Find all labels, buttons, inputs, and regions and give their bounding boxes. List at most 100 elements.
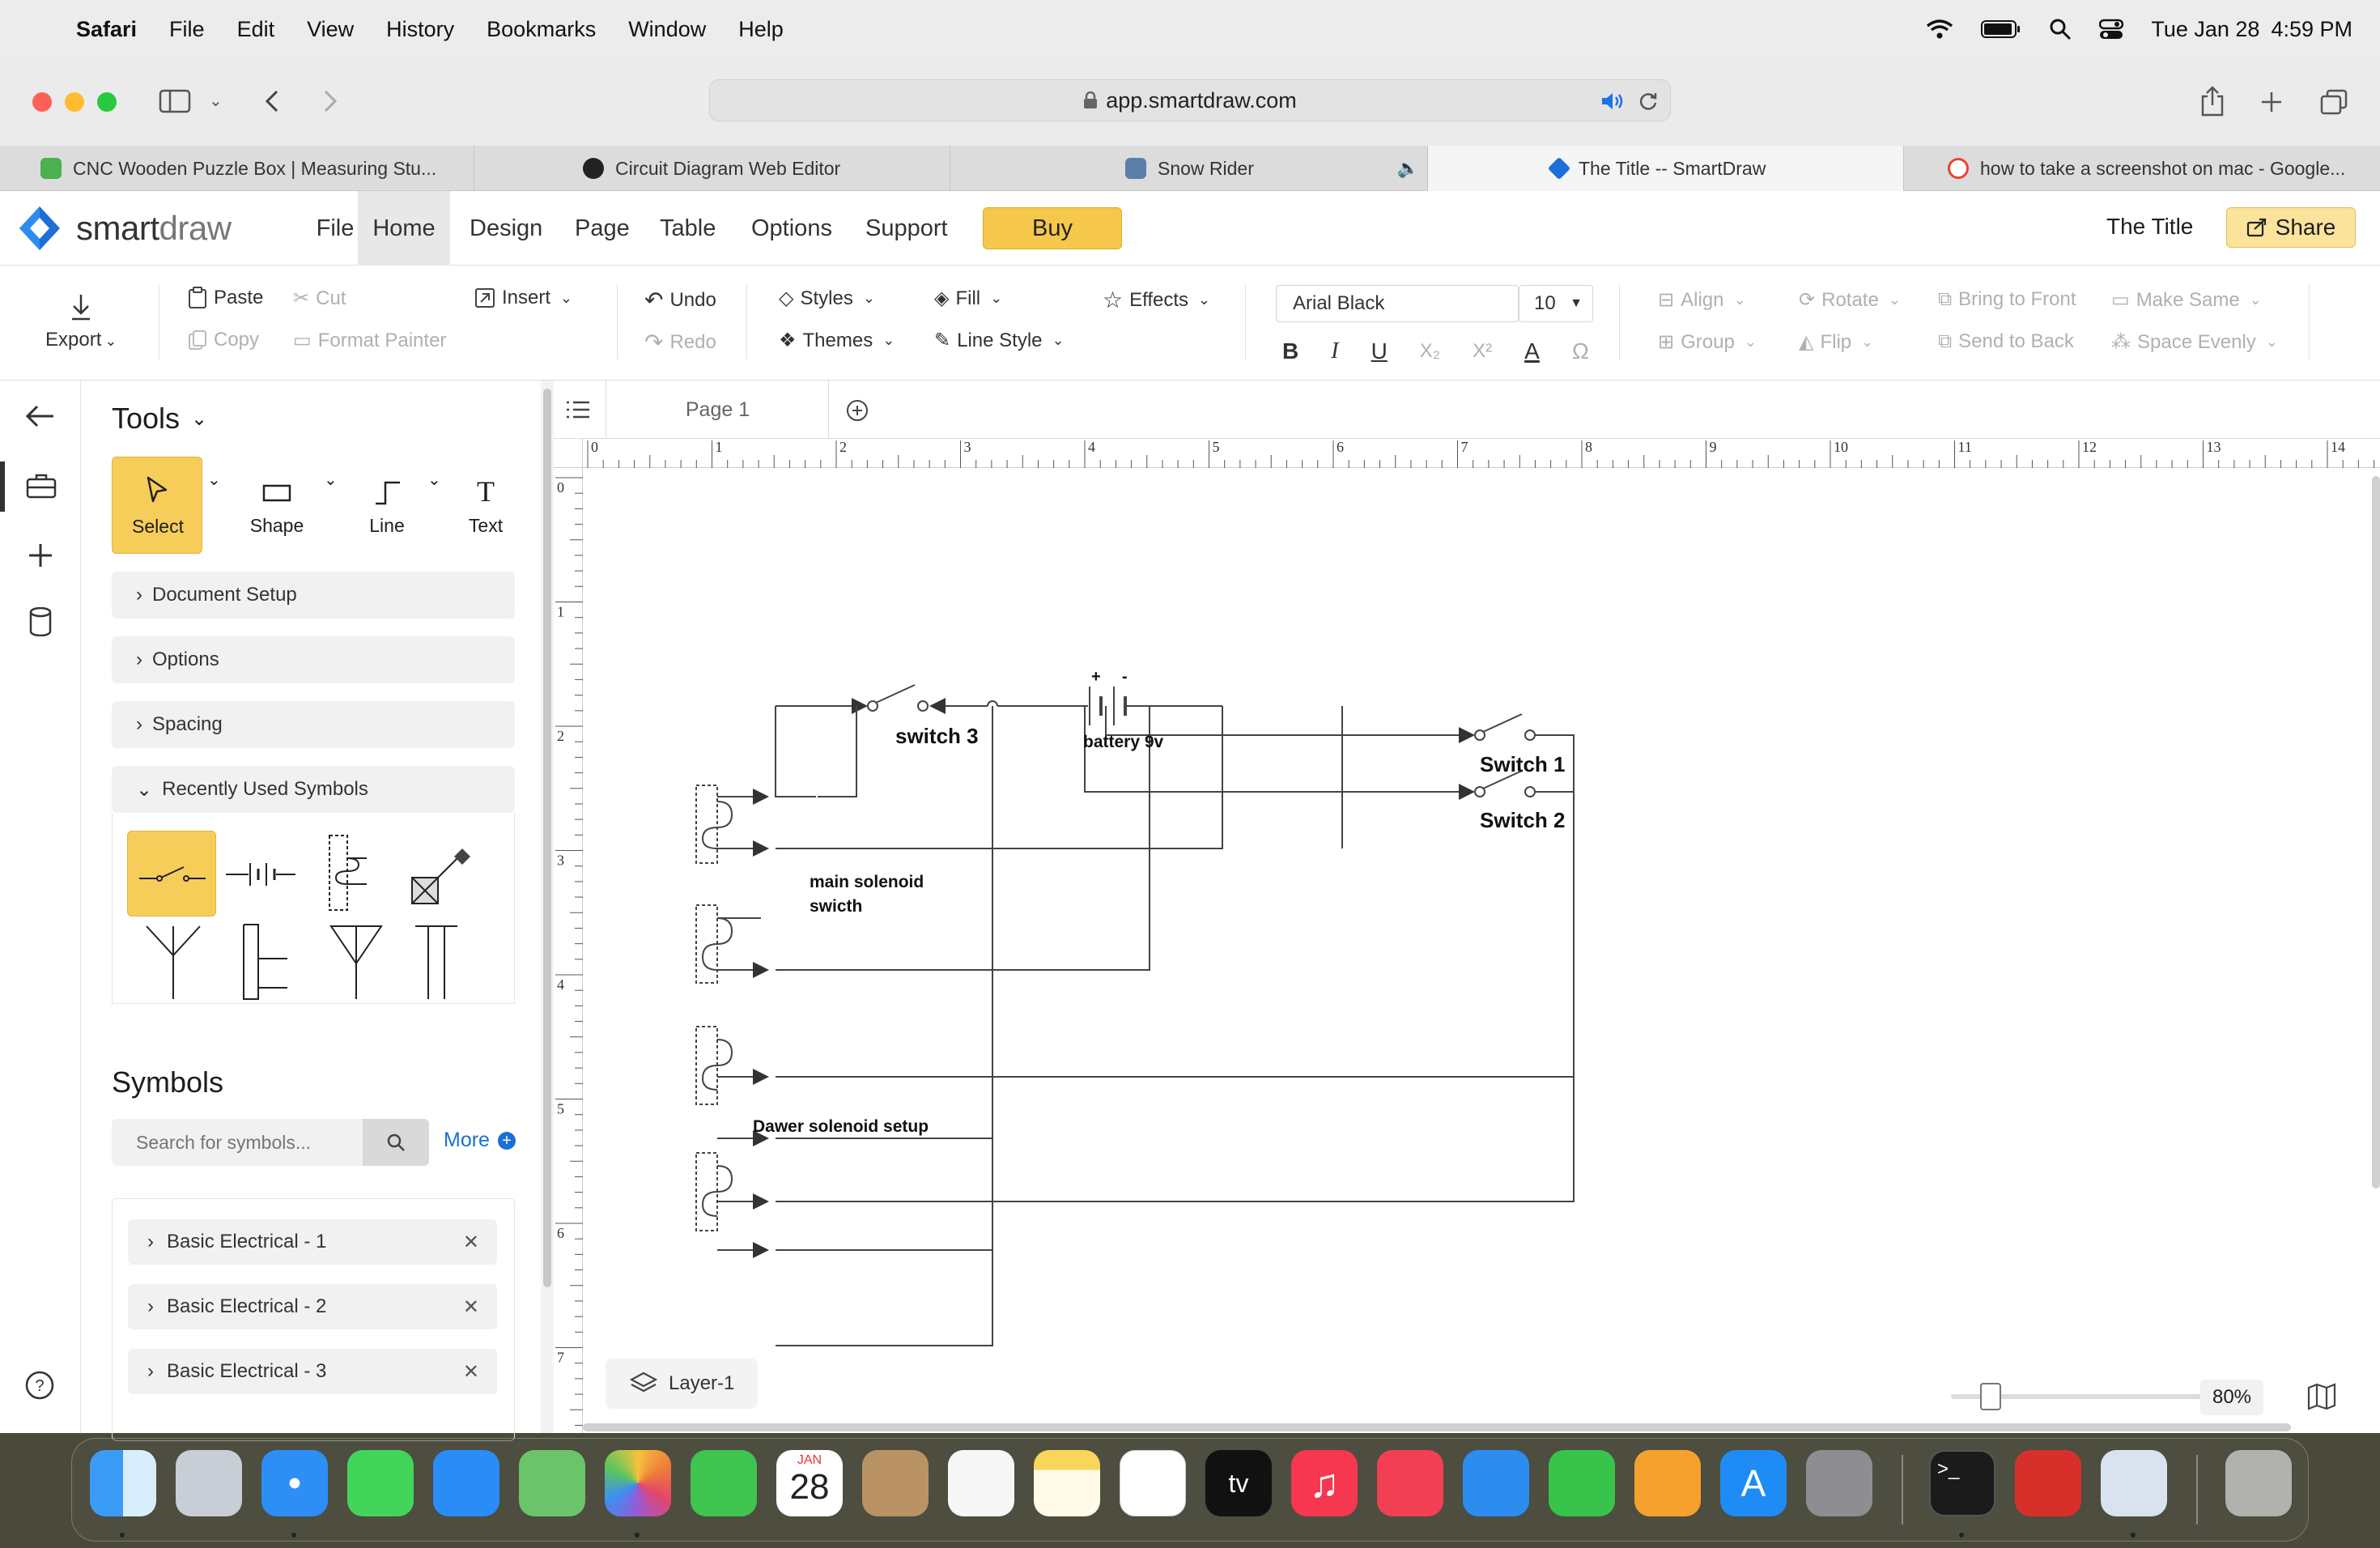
symbol-search-input[interactable] xyxy=(112,1119,363,1166)
menubar-app-name[interactable]: Safari xyxy=(76,16,138,41)
font-color-icon[interactable]: A xyxy=(1524,338,1540,364)
symbol-search-button[interactable] xyxy=(363,1119,429,1166)
pages-icon[interactable] xyxy=(1634,1450,1701,1516)
menubar-bookmarks[interactable]: Bookmarks xyxy=(487,16,597,41)
launchpad-icon[interactable] xyxy=(176,1450,242,1516)
font-size-select[interactable]: 10▼ xyxy=(1519,285,1593,322)
add-icon[interactable] xyxy=(28,542,53,568)
tab-snow-rider[interactable]: Snow Rider🔈 xyxy=(950,146,1428,191)
zoom-level[interactable]: 80% xyxy=(2200,1380,2263,1415)
finder-icon[interactable] xyxy=(90,1450,156,1516)
zoom-window-button[interactable] xyxy=(97,92,117,112)
photo-booth-icon[interactable] xyxy=(2015,1450,2081,1516)
space-evenly-button[interactable]: ⁂Space Evenly⌄ xyxy=(2111,330,2278,354)
library-basic-electrical-3[interactable]: ›Basic Electrical - 3✕ xyxy=(128,1349,497,1394)
control-center-icon[interactable] xyxy=(2099,19,2124,40)
terminal-icon[interactable]: >_ xyxy=(1929,1450,1995,1516)
back-icon[interactable] xyxy=(262,89,282,113)
spotlight-search-icon[interactable] xyxy=(2049,18,2072,40)
canvas-vertical-scrollbar[interactable] xyxy=(2372,476,2380,1189)
menubar-date[interactable]: Tue Jan 28 xyxy=(2151,16,2260,41)
close-icon[interactable]: ✕ xyxy=(462,1231,479,1253)
label-battery[interactable]: battery 9v xyxy=(1083,733,1164,751)
close-icon[interactable]: ✕ xyxy=(462,1360,479,1383)
group-button[interactable]: ⊞Group⌄ xyxy=(1658,330,1757,354)
format-painter-button[interactable]: ▭Format Painter xyxy=(293,329,447,352)
collapse-panel-icon[interactable] xyxy=(26,405,55,427)
tab-google-search[interactable]: how to take a screenshot on mac - Google… xyxy=(1904,146,2380,191)
close-window-button[interactable] xyxy=(32,92,52,112)
circuit-diagram[interactable]: switch 3 battery 9v Switch 1 Switch 2 ma… xyxy=(583,468,2380,1433)
tool-line[interactable]: Line xyxy=(338,457,436,554)
app-store-icon[interactable]: A xyxy=(1720,1450,1787,1516)
superscript-icon[interactable]: X² xyxy=(1473,340,1493,362)
library-basic-electrical-2[interactable]: ›Basic Electrical - 2✕ xyxy=(128,1284,497,1329)
underline-icon[interactable]: U xyxy=(1371,338,1388,364)
forward-icon[interactable] xyxy=(321,89,340,113)
contacts-icon[interactable] xyxy=(862,1450,929,1516)
photos-icon[interactable] xyxy=(605,1450,671,1516)
fill-button[interactable]: ◈Fill⌄ xyxy=(934,287,1003,310)
line-dropdown-icon[interactable]: ⌄ xyxy=(427,471,441,489)
ground-frame-symbol-icon[interactable] xyxy=(242,923,291,1001)
antenna-symbol-icon[interactable] xyxy=(145,923,202,1001)
numbers-icon[interactable] xyxy=(1549,1450,1615,1516)
bold-icon[interactable]: B xyxy=(1282,338,1299,364)
menubar-help[interactable]: Help xyxy=(738,16,784,41)
capacitor-vertical-symbol-icon[interactable] xyxy=(412,923,461,1001)
lamp-symbol-icon[interactable] xyxy=(406,845,478,910)
system-settings-icon[interactable] xyxy=(1806,1450,1872,1516)
panel-scrollbar[interactable] xyxy=(541,381,554,1433)
battery-symbol-icon[interactable] xyxy=(226,858,295,891)
add-page-icon[interactable] xyxy=(845,398,869,423)
export-button[interactable]: Export⌄ xyxy=(45,293,117,351)
more-libraries-link[interactable]: More+ xyxy=(444,1129,516,1152)
tab-overview-icon[interactable] xyxy=(2320,89,2348,115)
copy-button[interactable]: Copy xyxy=(188,329,259,351)
section-spacing[interactable]: ›Spacing xyxy=(112,701,515,748)
zoom-slider-handle[interactable] xyxy=(1980,1383,2001,1410)
subscript-icon[interactable]: X₂ xyxy=(1419,340,1441,362)
share-page-icon[interactable] xyxy=(2200,86,2225,117)
tab-circuit-editor[interactable]: Circuit Diagram Web Editor xyxy=(474,146,950,191)
italic-icon[interactable]: I xyxy=(1331,338,1339,364)
tool-shape[interactable]: Shape xyxy=(225,457,329,554)
cut-button[interactable]: ✂Cut xyxy=(293,287,346,310)
music-icon[interactable]: ♫ xyxy=(1291,1450,1358,1516)
menubar-file[interactable]: File xyxy=(169,16,205,41)
flip-button[interactable]: ◭Flip⌄ xyxy=(1799,330,1874,354)
reminders-icon[interactable] xyxy=(948,1450,1014,1516)
label-switch1[interactable]: Switch 1 xyxy=(1480,752,1565,776)
new-tab-icon[interactable] xyxy=(2260,91,2283,113)
tools-header[interactable]: Tools⌄ xyxy=(112,402,208,435)
map-icon[interactable] xyxy=(2307,1383,2336,1410)
menubar-view[interactable]: View xyxy=(307,16,355,41)
page-list-icon[interactable] xyxy=(565,400,591,419)
label-main-solenoid-2[interactable]: swicth xyxy=(810,897,862,916)
menu-support[interactable]: Support xyxy=(865,215,948,241)
mail-icon[interactable] xyxy=(433,1450,499,1516)
section-document-setup[interactable]: ›Document Setup xyxy=(112,572,515,619)
safari-icon[interactable] xyxy=(261,1450,328,1516)
tab-cnc-puzzle[interactable]: CNC Wooden Puzzle Box | Measuring Stu... xyxy=(0,146,474,191)
canvas-horizontal-scrollbar[interactable] xyxy=(583,1423,2291,1431)
tool-select[interactable]: Select xyxy=(112,457,202,554)
redo-button[interactable]: ↷Redo xyxy=(644,330,716,355)
section-recently-used-symbols[interactable]: ⌄Recently Used Symbols xyxy=(112,766,515,813)
symbol-switch[interactable] xyxy=(127,831,216,916)
label-main-solenoid[interactable]: main solenoid xyxy=(810,873,924,891)
apple-tv-icon[interactable]: tv xyxy=(1205,1450,1272,1516)
close-icon[interactable]: ✕ xyxy=(462,1295,479,1318)
label-switch2[interactable]: Switch 2 xyxy=(1480,808,1565,832)
tab-smartdraw[interactable]: The Title -- SmartDraw xyxy=(1428,146,1904,191)
menubar-history[interactable]: History xyxy=(386,16,455,41)
tool-text[interactable]: T Text xyxy=(445,457,526,554)
address-bar[interactable]: app.smartdraw.com xyxy=(709,79,1671,121)
trash-icon[interactable] xyxy=(2225,1450,2292,1516)
freeform-icon[interactable] xyxy=(1120,1450,1186,1516)
send-to-back-button[interactable]: ⧉Send to Back xyxy=(1938,330,2074,352)
menu-page[interactable]: Page xyxy=(575,215,630,241)
shape-dropdown-icon[interactable]: ⌄ xyxy=(324,471,338,489)
maps-icon[interactable] xyxy=(519,1450,585,1516)
